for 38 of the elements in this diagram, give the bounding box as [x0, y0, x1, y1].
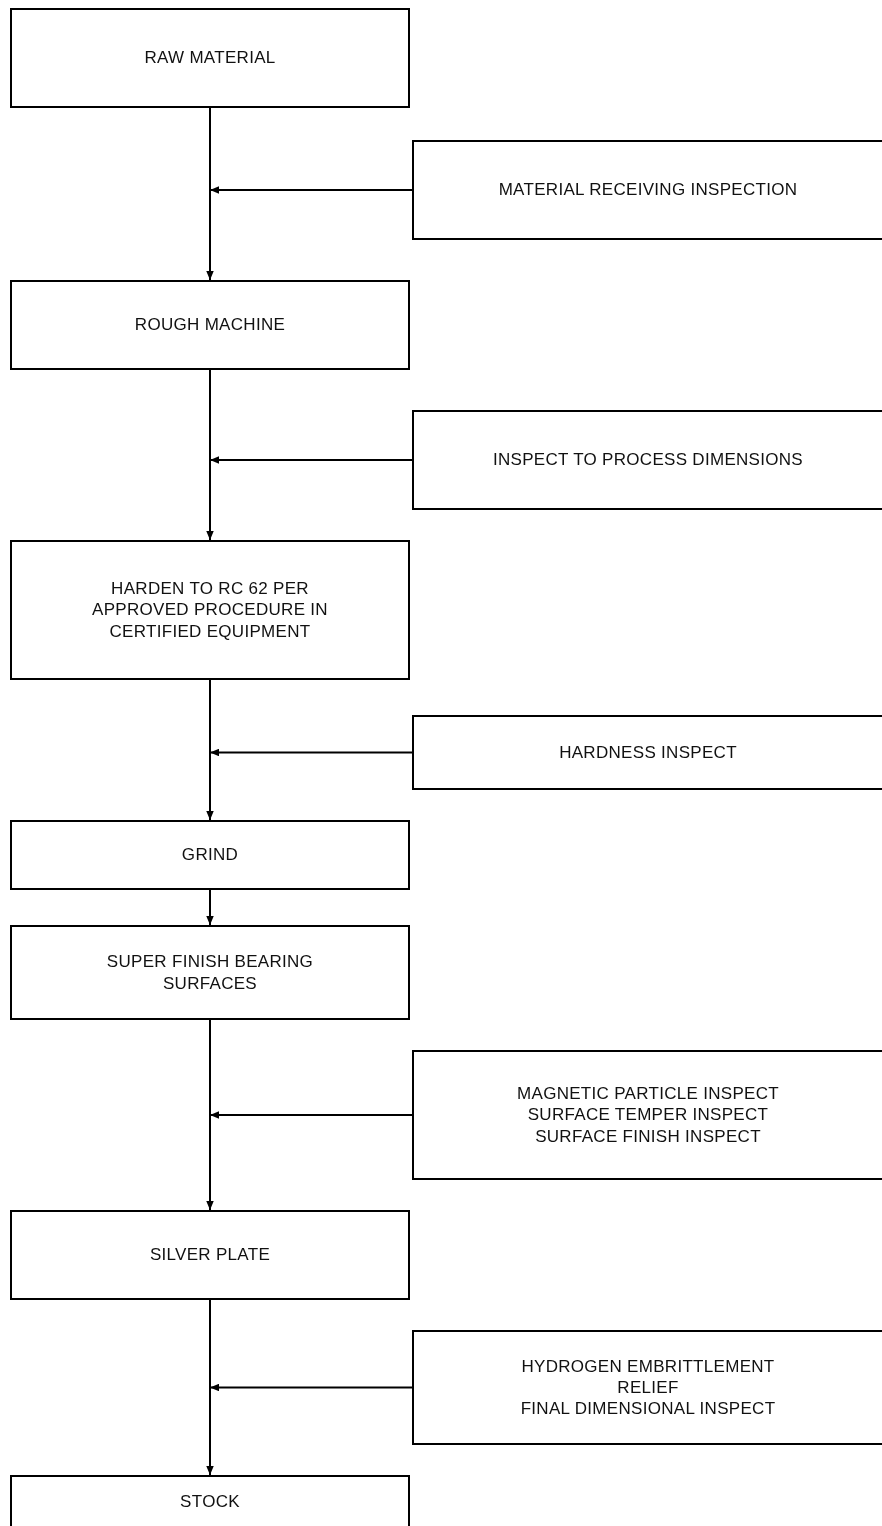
inspection-box: [412, 1330, 882, 1445]
process-box: [10, 280, 410, 370]
box-label: GRIND: [181, 844, 239, 866]
box-label: SURFACE FINISH INSPECT: [535, 1125, 761, 1147]
box-label: RAW MATERIAL: [144, 47, 276, 69]
box-label: HARDNESS INSPECT: [559, 741, 737, 764]
arrow: [209, 748, 413, 757]
arrow: [209, 1111, 413, 1119]
inspection-box: [412, 1050, 882, 1180]
box-label: MATERIAL RECEIVING INSPECTION: [498, 179, 798, 201]
arrow: [206, 679, 214, 821]
box-label: STOCK: [180, 1490, 240, 1513]
box-label: SUPER FINISH BEARING SURFACES: [105, 951, 315, 994]
process-box: [10, 820, 410, 890]
process-box: [10, 1475, 410, 1526]
process-box: [10, 925, 410, 1020]
box-label: ROUGH MACHINE: [134, 314, 286, 336]
box-label: SURFACE TEMPER INSPECT: [527, 1104, 769, 1126]
inspection-box: [412, 715, 882, 790]
box-label: SILVER PLATE: [149, 1244, 271, 1266]
arrow: [206, 889, 214, 926]
arrow: [209, 456, 413, 464]
box-label: MAGNETIC PARTICLE INSPECT: [517, 1083, 779, 1105]
arrow: [206, 1019, 214, 1211]
box-label: INSPECT TO PROCESS DIMENSIONS: [492, 449, 803, 471]
arrow: [209, 186, 413, 194]
inspection-box: [412, 410, 882, 510]
box-label: FINAL DIMENSIONAL INSPECT: [520, 1398, 776, 1420]
arrow: [206, 107, 214, 281]
process-box: [10, 1210, 410, 1300]
inspection-box: [412, 140, 882, 240]
arrow: [209, 1383, 413, 1392]
arrow: [206, 369, 214, 541]
arrow: [206, 1299, 214, 1476]
process-box: [10, 540, 410, 680]
box-label: HYDROGEN EMBRITTLEMENT RELIEF: [520, 1355, 776, 1399]
process-box: [10, 8, 410, 108]
box-label: HARDEN TO RC 62 PER APPROVED PROCEDURE IN CERTIFIED EQUIPMENT: [91, 578, 329, 642]
